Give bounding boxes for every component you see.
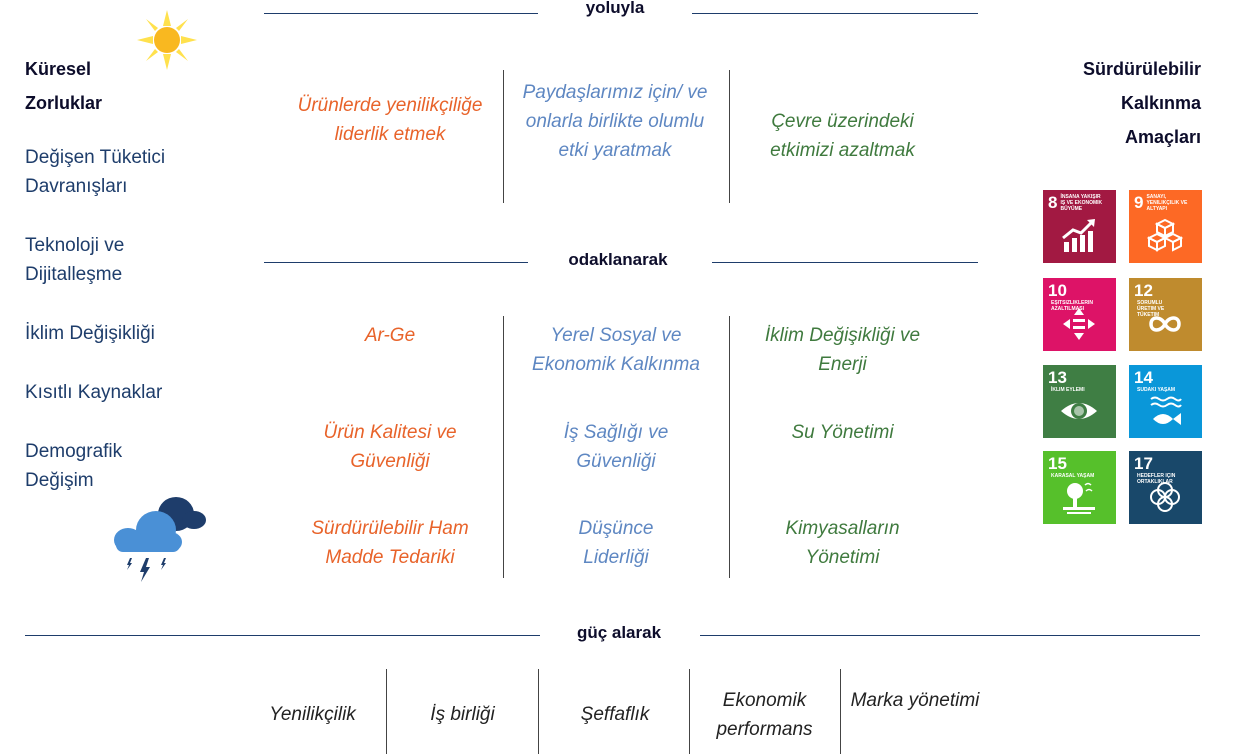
approach-lead-innovation: Ürünlerde yenilikçiliğe liderlik etmek <box>297 95 483 145</box>
growth-chart-icon <box>1062 219 1095 252</box>
focus-local-development: Yerel Sosyal ve Ekonomik Kalkınma <box>532 325 700 375</box>
strength-economic-performance: Ekonomik performans <box>716 690 813 740</box>
equality-icon <box>1063 308 1095 340</box>
approach-environment: Çevre üzerindeki etkimizi azaltmak <box>770 111 915 161</box>
right-title-line2: Kalkınma <box>1120 93 1201 113</box>
right-title-line3: Amaçları <box>1124 127 1201 147</box>
challenge-item: Değişen Tüketici Davranışları <box>25 147 166 197</box>
strength-innovation: Yenilikçilik <box>269 704 356 725</box>
sdg-number: 8 <box>1048 193 1058 212</box>
focus-climate-energy: İklim Değişikliği ve Enerji <box>764 325 921 375</box>
focus-chemicals: Kimyasalların Yönetimi <box>785 518 900 568</box>
sdg-number: 14 <box>1134 368 1153 387</box>
sdg-title: İnsana yakışır iş ve ekonomik büyüme <box>1060 194 1103 212</box>
tree-icon <box>1063 482 1095 514</box>
sdg-title: Sudaki yaşam <box>1137 387 1176 393</box>
partnership-flower-icon <box>1150 482 1180 512</box>
focus-water: Su Yönetimi <box>791 422 894 443</box>
sdg-tile-10: 10Eşitsizliklerin azaltılması <box>1043 278 1116 351</box>
challenge-item: Teknoloji ve Dijitalleşme <box>25 235 125 285</box>
eye-globe-icon <box>1061 403 1097 419</box>
sdg-number: 13 <box>1048 368 1067 387</box>
divider <box>386 669 387 754</box>
sdg-tile-17: 17Hedefler için ortaklıklar <box>1129 451 1202 524</box>
sdg-tile-12: 12Sorumlu üretim ve tüketim <box>1129 278 1202 351</box>
approach-stakeholder-impact: Paydaşlarımız için/ ve onlarla birlikte … <box>522 82 708 161</box>
divider <box>729 70 730 203</box>
sdg-title: Karasal yaşam <box>1051 473 1095 479</box>
sdg-title: Eşitsizliklerin azaltılması <box>1051 300 1093 312</box>
strength-collaboration: İş birliği <box>430 704 495 725</box>
sdg-title: Hedefler için ortaklıklar <box>1137 473 1176 485</box>
left-title: Küresel Zorluklar <box>25 52 102 120</box>
cubes-icon <box>1147 218 1183 252</box>
sdg-number: 10 <box>1048 281 1067 300</box>
focus-thought-leadership: Düşünce Liderliği <box>578 518 654 568</box>
right-title-line1: Sürdürülebilir <box>1082 59 1201 79</box>
sdg-title: İklim eylemi <box>1051 387 1085 393</box>
challenge-item: Demografik Değişim <box>25 441 123 491</box>
section-label-middle: odaklanarak <box>568 250 668 269</box>
divider <box>538 669 539 754</box>
divider <box>840 669 841 754</box>
middle-header-line-left <box>264 262 528 263</box>
divider <box>689 669 690 754</box>
divider <box>729 316 730 578</box>
sdg-title: Sorumlu üretim ve tüketim <box>1137 300 1165 318</box>
sdg-tile-8: 8İnsana yakışır iş ve ekonomik büyüme <box>1043 190 1116 263</box>
bottom-header-line-right <box>700 635 1200 636</box>
divider <box>503 70 504 203</box>
strength-transparency: Şeffaflık <box>580 704 650 725</box>
strength-brand-management: Marka yönetimi <box>850 690 980 711</box>
sdg-number: 12 <box>1134 281 1153 300</box>
sdg-tile-15: 15Karasal yaşam <box>1043 451 1116 524</box>
challenge-item: Kısıtlı Kaynaklar <box>25 382 163 403</box>
top-header-line-right <box>692 13 978 14</box>
divider <box>503 316 504 578</box>
sdg-title: Sanayi, yenilikçilik ve altyapı <box>1146 194 1188 212</box>
sdg-number: 9 <box>1134 193 1144 212</box>
sdg-number: 17 <box>1134 454 1153 473</box>
section-label-top: yoluyla <box>585 0 645 17</box>
section-label-bottom: güç alarak <box>576 623 662 642</box>
challenge-item: İklim Değişikliği <box>25 323 155 344</box>
bottom-header-line-left <box>25 635 540 636</box>
sun-icon <box>137 10 197 70</box>
sdg-number: 15 <box>1048 454 1067 473</box>
sdg-tile-13: 13İklim eylemi <box>1043 365 1116 438</box>
right-title: Sürdürülebilir Kalkınma Amaçları <box>1083 52 1201 154</box>
sdg-tile-14: 14Sudaki yaşam <box>1129 365 1202 438</box>
fish-icon <box>1150 396 1182 425</box>
top-header-line-left <box>264 13 538 14</box>
focus-rnd: Ar-Ge <box>364 325 416 346</box>
focus-ohs: İş Sağlığı ve Güvenliği <box>563 422 669 472</box>
infinity-icon <box>1149 316 1181 332</box>
focus-product-quality: Ürün Kalitesi ve Güvenliği <box>323 422 457 472</box>
left-title-line1: Küresel <box>25 59 92 79</box>
focus-raw-material-sourcing: Sürdürülebilir Ham Madde Tedariki <box>311 518 469 568</box>
storm-cloud-icon <box>114 497 206 582</box>
middle-header-line-right <box>712 262 978 263</box>
sdg-tile-9: 9Sanayi, yenilikçilik ve altyapı <box>1129 190 1202 263</box>
left-title-line2: Zorluklar <box>25 93 103 113</box>
